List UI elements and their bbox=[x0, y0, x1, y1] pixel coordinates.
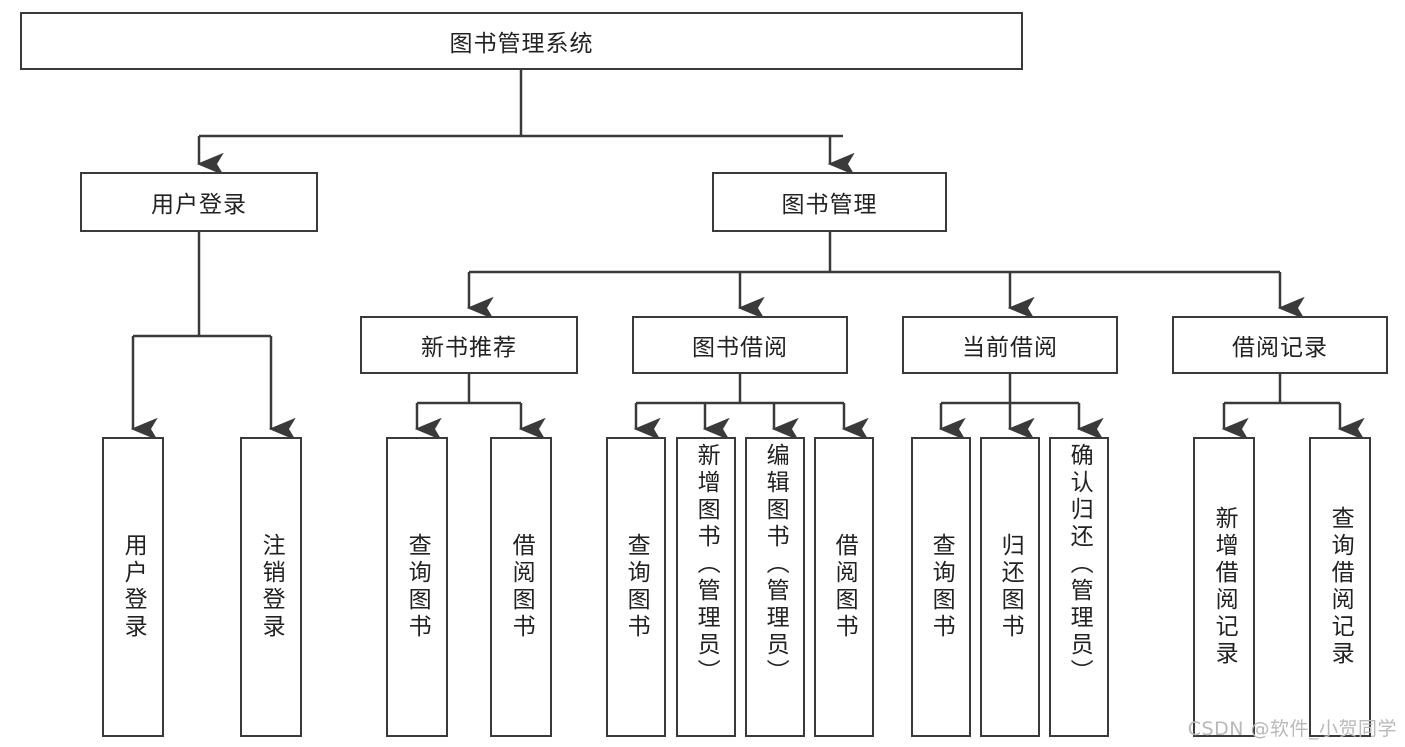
node-leaf-confirm-return-label: 确认归还（管理员） bbox=[1066, 443, 1093, 686]
node-leaf-add-borrow-record[interactable]: 新增借阅记录 bbox=[1193, 437, 1255, 737]
node-leaf-confirm-return[interactable]: 确认归还（管理员） bbox=[1049, 437, 1109, 737]
node-leaf-query-book-new[interactable]: 查询图书 bbox=[386, 437, 448, 737]
node-user-login-label: 用户登录 bbox=[151, 192, 247, 218]
node-root-label: 图书管理系统 bbox=[449, 31, 594, 57]
node-leaf-edit-book[interactable]: 编辑图书（管理员） bbox=[745, 437, 805, 737]
node-leaf-borrow-book-new-label: 借阅图书 bbox=[508, 533, 535, 641]
node-leaf-logout-label: 注销登录 bbox=[258, 533, 285, 641]
node-book-management[interactable]: 图书管理 bbox=[712, 172, 947, 232]
node-book-borrow-label: 图书借阅 bbox=[692, 335, 788, 361]
node-leaf-query-book-borrow-label: 查询图书 bbox=[623, 533, 650, 641]
node-root[interactable]: 图书管理系统 bbox=[20, 12, 1023, 70]
node-book-management-label: 图书管理 bbox=[781, 192, 878, 218]
node-current-borrow-label: 当前借阅 bbox=[962, 335, 1058, 361]
node-book-borrow[interactable]: 图书借阅 bbox=[632, 316, 848, 374]
node-leaf-return-book[interactable]: 归还图书 bbox=[980, 437, 1040, 737]
node-leaf-add-book[interactable]: 新增图书（管理员） bbox=[676, 437, 736, 737]
node-leaf-query-book-borrow[interactable]: 查询图书 bbox=[606, 437, 666, 737]
node-leaf-user-login[interactable]: 用户登录 bbox=[102, 437, 164, 737]
node-new-book-recommend-label: 新书推荐 bbox=[421, 335, 517, 361]
node-current-borrow[interactable]: 当前借阅 bbox=[902, 316, 1118, 374]
node-new-book-recommend[interactable]: 新书推荐 bbox=[360, 316, 578, 374]
node-borrow-record[interactable]: 借阅记录 bbox=[1172, 316, 1388, 374]
node-leaf-borrow-book-label: 借阅图书 bbox=[831, 533, 858, 641]
watermark-text: CSDN @软件_小贺同学 bbox=[1187, 718, 1397, 740]
node-leaf-query-book-current-label: 查询图书 bbox=[928, 533, 955, 641]
node-user-login[interactable]: 用户登录 bbox=[80, 172, 318, 232]
node-leaf-add-book-label: 新增图书（管理员） bbox=[693, 443, 720, 686]
node-leaf-borrow-book-new[interactable]: 借阅图书 bbox=[490, 437, 552, 737]
node-leaf-add-borrow-record-label: 新增借阅记录 bbox=[1211, 506, 1238, 668]
node-leaf-logout[interactable]: 注销登录 bbox=[240, 437, 302, 737]
node-leaf-query-book-current[interactable]: 查询图书 bbox=[911, 437, 971, 737]
node-leaf-edit-book-label: 编辑图书（管理员） bbox=[762, 443, 789, 686]
node-leaf-query-book-new-label: 查询图书 bbox=[404, 533, 431, 641]
node-leaf-user-login-label: 用户登录 bbox=[120, 533, 147, 641]
node-borrow-record-label: 借阅记录 bbox=[1232, 335, 1328, 361]
node-leaf-query-borrow-record[interactable]: 查询借阅记录 bbox=[1309, 437, 1371, 737]
node-leaf-return-book-label: 归还图书 bbox=[997, 533, 1024, 641]
node-leaf-borrow-book[interactable]: 借阅图书 bbox=[814, 437, 874, 737]
node-leaf-query-borrow-record-label: 查询借阅记录 bbox=[1327, 506, 1354, 668]
